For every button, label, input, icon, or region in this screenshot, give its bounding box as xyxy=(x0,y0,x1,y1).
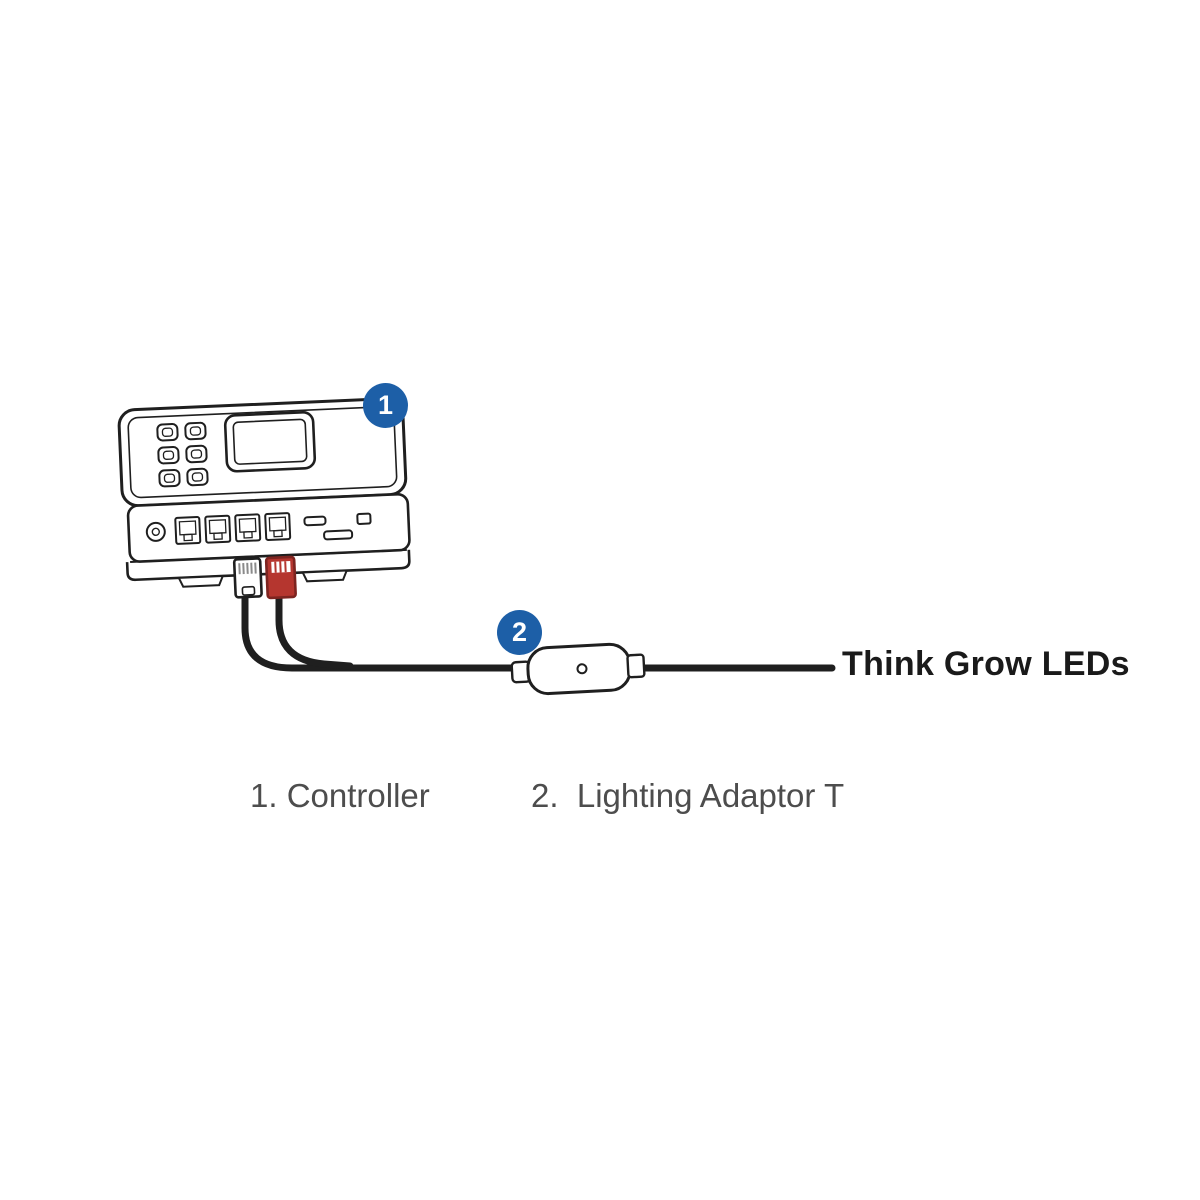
callout-1-number: 1 xyxy=(377,390,394,420)
cable-left xyxy=(241,584,836,672)
legend-item-lighting-adaptor: 2. Lighting Adaptor T xyxy=(531,777,845,814)
cable-right xyxy=(275,586,354,670)
display-screen xyxy=(223,411,317,473)
connector-white xyxy=(232,557,263,599)
controller-illustration xyxy=(117,397,411,600)
lighting-adaptor-illustration xyxy=(510,642,646,696)
cables xyxy=(241,584,836,672)
adaptor-body xyxy=(526,642,632,696)
side-slots xyxy=(303,512,372,541)
cable-label: Think Grow LEDs xyxy=(842,645,1130,683)
legend-item-controller: 1. Controller xyxy=(250,777,430,814)
connector-red xyxy=(264,555,297,600)
adaptor-led-dot xyxy=(576,663,588,675)
ports xyxy=(174,512,292,545)
adaptor-right-nub xyxy=(626,653,646,679)
keypad xyxy=(156,421,209,488)
power-jack xyxy=(145,521,166,542)
callout-2-badge: 2 xyxy=(497,610,542,655)
callout-1-badge: 1 xyxy=(363,383,408,428)
callout-2-number: 2 xyxy=(511,617,528,647)
